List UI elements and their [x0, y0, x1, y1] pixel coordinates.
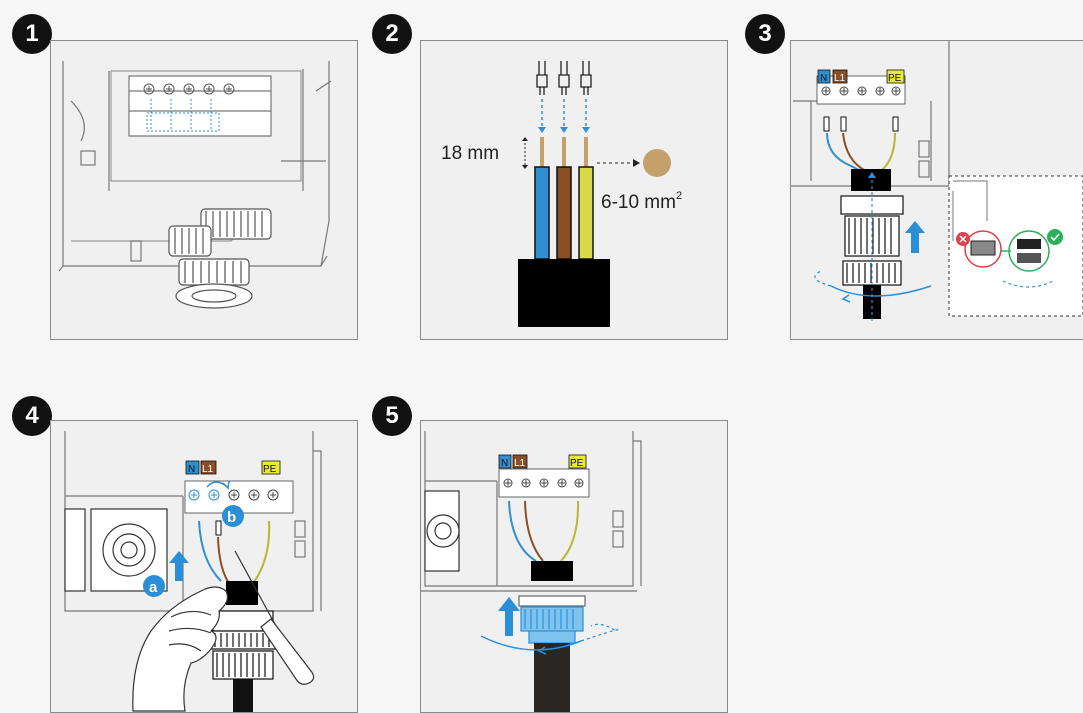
step-5-illustration: N L1 PE [421, 421, 727, 712]
neutral-wire [535, 167, 549, 259]
stripped-conductors [540, 137, 588, 167]
label-pe: PE [263, 464, 277, 475]
step-2-illustration: 18 mm 6-10 mm2 [421, 41, 727, 339]
step-5-gland [519, 596, 585, 643]
step-3-illustration: N L1 PE [791, 41, 1083, 339]
step-3-up-arrow [905, 221, 925, 253]
step-3-panel: N L1 PE [790, 40, 1083, 340]
step-5-socket [425, 491, 459, 571]
correct-icon [1047, 229, 1063, 245]
step-badge-4: 4 [12, 396, 52, 436]
label-n: N [188, 464, 195, 475]
callout-a-label: a [149, 579, 158, 596]
cross-section-label: 6-10 mm2 [601, 190, 682, 213]
step-badge-3: 3 [745, 14, 785, 54]
label-pe: PE [888, 73, 902, 84]
step-5-up-arrow [498, 597, 520, 636]
conductor-cross-section [643, 149, 671, 177]
label-l1: L1 [834, 73, 846, 84]
step-1-cable-gland [169, 209, 271, 308]
label-n: N [820, 73, 827, 84]
step-4-panel: N L1 PE a b [50, 420, 358, 713]
insert-arrows [542, 99, 586, 129]
label-l1: L1 [514, 458, 526, 469]
step-1-illustration [51, 41, 357, 339]
step-4-gland [211, 611, 275, 679]
step-4-illustration: N L1 PE a b [51, 421, 357, 712]
step-5-terminal-labels: N L1 PE [499, 455, 586, 469]
callout-b-label: b [227, 509, 236, 526]
step-3-line-wire [843, 133, 866, 171]
step-3-earth-wire [881, 133, 895, 171]
step-5-panel: N L1 PE [420, 420, 728, 713]
step-4-up-arrow [169, 551, 189, 581]
line-wire [557, 167, 571, 259]
step-badge-2: 2 [372, 14, 412, 54]
step-2-panel: 18 mm 6-10 mm2 [420, 40, 728, 340]
earth-wire [579, 167, 593, 259]
cable-sheath [518, 259, 610, 327]
step-badge-1: 1 [12, 14, 52, 54]
step-1-panel [50, 40, 358, 340]
strip-length-label: 18 mm [441, 143, 499, 164]
step-3-inset [949, 176, 1083, 316]
label-n: N [501, 458, 508, 469]
step-badge-5: 5 [372, 396, 412, 436]
label-l1: L1 [202, 464, 214, 475]
ferrules [537, 61, 591, 95]
label-pe: PE [570, 458, 584, 469]
step-4-terminal-labels: N L1 PE [186, 461, 280, 475]
